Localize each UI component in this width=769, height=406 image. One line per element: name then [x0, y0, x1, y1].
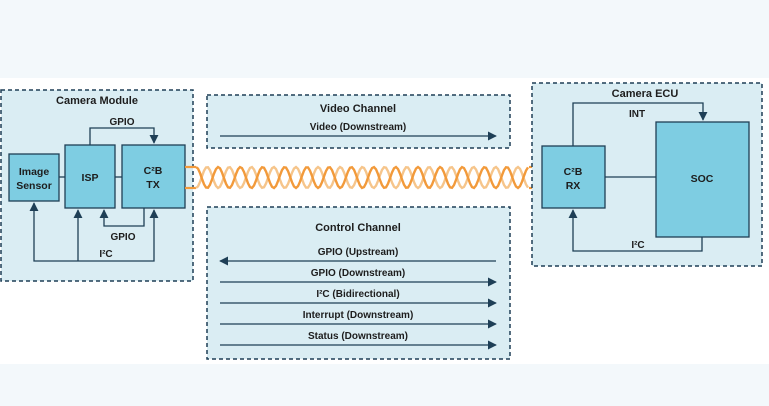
control-channel-item-label: GPIO (Upstream)	[318, 247, 399, 258]
image-sensor-label-line1: Image	[19, 166, 50, 178]
gpio-top-arrow	[89, 127, 159, 145]
soc-block	[655, 121, 750, 238]
control-channel-item-label: I²C (Bidirectional)	[316, 289, 399, 300]
control-channel-item-label: Interrupt (Downstream)	[303, 310, 414, 321]
c2b-rx-label-line1: C²B	[564, 166, 583, 178]
camera-i2c-label: I²C	[99, 249, 112, 260]
ecu-i2c-arrow	[568, 209, 703, 252]
camera-ecu-title: Camera ECU	[612, 88, 679, 100]
int-arrow	[572, 102, 708, 146]
int-label: INT	[629, 109, 645, 120]
gpio-bottom-label: GPIO	[110, 232, 135, 243]
i2c-bus-arrow	[29, 202, 159, 262]
isp-label: ISP	[82, 172, 99, 184]
camera-ecu-panel: Camera ECU C²B RX SOC INT I²C	[531, 82, 763, 267]
control-channel-panel: Control Channel GPIO (Upstream) GPIO (Dow…	[206, 206, 511, 360]
isp-block	[64, 144, 116, 209]
c2b-tx-label-line2: TX	[146, 179, 159, 191]
c2b-tx-block	[121, 144, 186, 209]
soc-label: SOC	[691, 173, 714, 185]
camera-module-panel: Camera Module Image Sensor ISP C²B TX GP…	[0, 89, 194, 282]
twisted-pair-cable	[185, 165, 542, 190]
video-channel-item-label: Video (Downstream)	[310, 122, 407, 133]
control-channel-item-label: GPIO (Downstream)	[311, 268, 405, 279]
c2b-rx-label-line2: RX	[566, 180, 581, 192]
video-channel-panel: Video Channel Video (Downstream)	[206, 94, 511, 149]
ecu-i2c-label: I²C	[631, 240, 644, 251]
control-channel-title: Control Channel	[315, 222, 401, 234]
control-channel-item-label: Status (Downstream)	[308, 331, 408, 342]
image-sensor-label-line2: Sensor	[16, 180, 52, 192]
video-channel-title: Video Channel	[320, 103, 396, 115]
gpio-top-label: GPIO	[109, 117, 134, 128]
camera-module-title: Camera Module	[56, 95, 138, 107]
c2b-tx-label-line1: C²B	[144, 165, 163, 177]
